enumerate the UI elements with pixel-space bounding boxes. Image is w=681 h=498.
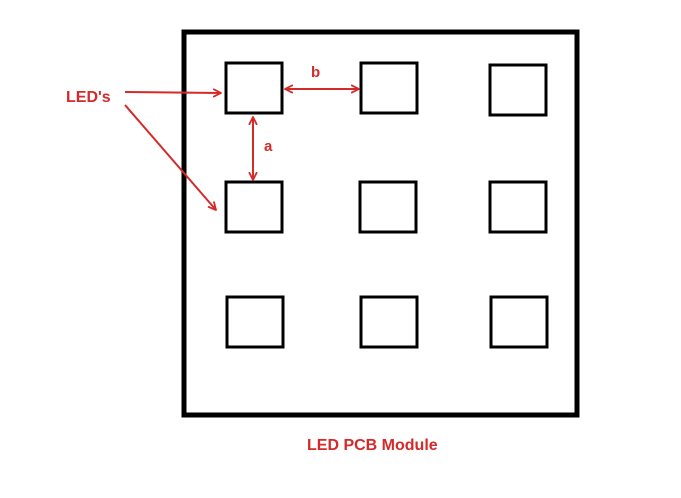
led-r1-c2: [359, 61, 419, 115]
led-r1-c3: [488, 63, 548, 117]
led-r3-c1: [225, 295, 285, 349]
led-r1-c1: [224, 61, 284, 115]
caption-label: LED PCB Module: [307, 437, 438, 454]
led-r3-c3: [489, 295, 549, 349]
arrow-leds-to-top-led: [124, 88, 222, 98]
spacing-a-label: a: [264, 138, 273, 155]
leds-label: LED's: [66, 89, 111, 106]
arrow-leds-to-middle-led: [124, 104, 217, 211]
led-r2-c3: [488, 180, 548, 234]
led-r2-c2: [358, 180, 418, 234]
pcb-board-outline: [181, 29, 580, 418]
led-r2-c1: [224, 180, 284, 234]
led-r3-c2: [359, 295, 419, 349]
spacing-b-label: b: [311, 64, 321, 81]
